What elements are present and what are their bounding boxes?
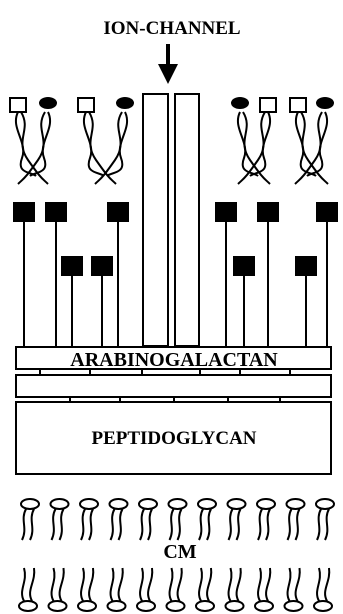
lipid-molecule-icon xyxy=(257,499,275,540)
mycolic-acid-chain xyxy=(233,256,255,347)
mycolic-acid-chain xyxy=(61,256,83,347)
mycolic-acid-chain xyxy=(91,256,113,347)
surface-glycolipids xyxy=(10,97,334,184)
square-head-icon xyxy=(78,98,116,184)
lipid-molecule-icon xyxy=(110,499,128,540)
lipid-molecule-icon xyxy=(51,499,69,540)
lipid-molecule-icon xyxy=(316,499,334,540)
peptidoglycan-layer: PEPTIDOGLYCAN xyxy=(16,402,331,474)
lipid-molecule-icon xyxy=(285,568,303,611)
arabinogalactan-label: ARABINOGALACTAN xyxy=(70,349,278,371)
mycolic-acid-chain xyxy=(257,202,279,347)
ion-channel xyxy=(143,94,199,346)
arabinogalactan-layer: ARABINOGALACTAN xyxy=(16,347,331,402)
lipid-molecule-icon xyxy=(78,568,96,611)
lipid-molecule-icon xyxy=(49,568,67,611)
mycolic-acid-chain xyxy=(295,256,317,347)
lipid-molecule-icon xyxy=(287,499,305,540)
lipid-molecule-icon xyxy=(108,568,126,611)
lipid-molecule-icon xyxy=(169,499,187,540)
peptidoglycan-label: PEPTIDOGLYCAN xyxy=(91,428,256,449)
mycolic-acid-chain xyxy=(316,202,338,347)
lipid-molecule-icon xyxy=(19,568,37,611)
lipid-molecule-icon xyxy=(228,499,246,540)
lipid-molecule-icon xyxy=(80,499,98,540)
lipid-molecule-icon xyxy=(255,568,273,611)
lipid-molecule-icon xyxy=(198,499,216,540)
lipid-molecule-icon xyxy=(21,499,39,540)
ion-channel-label: ION-CHANNEL xyxy=(103,18,240,39)
down-arrow-icon xyxy=(158,44,178,84)
cm-label: CM xyxy=(163,541,196,563)
lipid-molecule-icon xyxy=(196,568,214,611)
lipid-molecule-icon xyxy=(167,568,185,611)
lipid-molecule-icon xyxy=(226,568,244,611)
mycolic-acid-chain xyxy=(13,202,35,347)
lipid-molecule-icon xyxy=(314,568,332,611)
lipid-molecule-icon xyxy=(137,568,155,611)
oval-head-icon xyxy=(95,97,134,184)
lipid-molecule-icon xyxy=(139,499,157,540)
